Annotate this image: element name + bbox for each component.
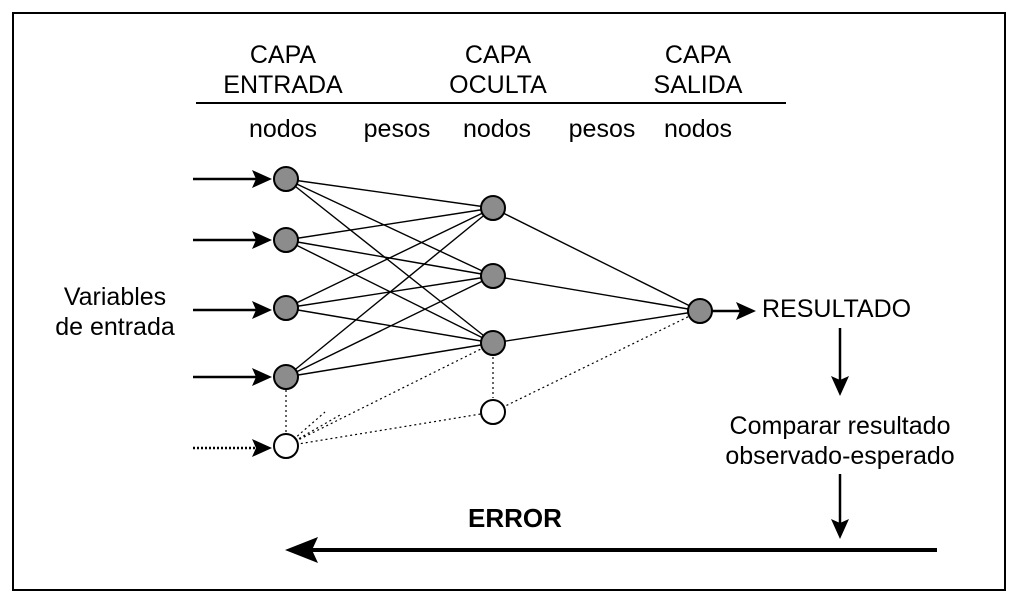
hidden-layer-title-line1: CAPA (464, 41, 532, 69)
diagram-frame (12, 12, 1006, 591)
input-nodes (273, 166, 299, 459)
input-variables-line2: de entrada (55, 313, 175, 341)
input-node (273, 295, 299, 321)
hidden-output-weights (492, 207, 701, 344)
compare-label: Comparar resultado observado-esperado (715, 411, 965, 471)
input-layer-title-line1: CAPA (249, 41, 317, 69)
error-arrow (285, 537, 937, 563)
output-nodes (687, 298, 713, 324)
input-layer-title: CAPA ENTRADA (203, 40, 363, 100)
output-layer-title-line1: CAPA (664, 41, 732, 69)
hidden-layer-title-line2: OCULTA (449, 71, 547, 99)
output-layer-title-line2: SALIDA (653, 71, 743, 99)
compare-line1: Comparar resultado (729, 412, 951, 440)
compare-arrows (831, 328, 849, 539)
compare-line2: observado-esperado (725, 442, 955, 470)
result-label: RESULTADO (762, 295, 912, 323)
hidden-nodes (480, 195, 506, 425)
result-arrow (712, 302, 756, 320)
input-layer-title-line2: ENTRADA (223, 71, 343, 99)
input-node (273, 364, 299, 390)
hidden-node-extra (480, 399, 506, 425)
output-nodes-label: nodos (663, 115, 733, 143)
output-layer-title: CAPA SALIDA (618, 40, 778, 100)
hidden-node (480, 263, 506, 289)
error-label: ERROR (468, 503, 562, 533)
input-node (273, 166, 299, 192)
hidden-layer-title: CAPA OCULTA (418, 40, 578, 100)
input-variables-label: Variables de entrada (45, 282, 185, 342)
input-node-extra (273, 433, 299, 459)
weights-label-2: pesos (568, 115, 636, 143)
input-variables-line1: Variables (63, 283, 167, 311)
input-nodes-label: nodos (248, 115, 318, 143)
weights-label-1: pesos (363, 115, 431, 143)
hidden-node (480, 330, 506, 356)
hidden-nodes-label: nodos (462, 115, 532, 143)
hidden-node (480, 195, 506, 221)
input-arrows (193, 170, 272, 457)
input-node (273, 227, 299, 253)
input-hidden-weights (285, 178, 494, 378)
output-node (687, 298, 713, 324)
